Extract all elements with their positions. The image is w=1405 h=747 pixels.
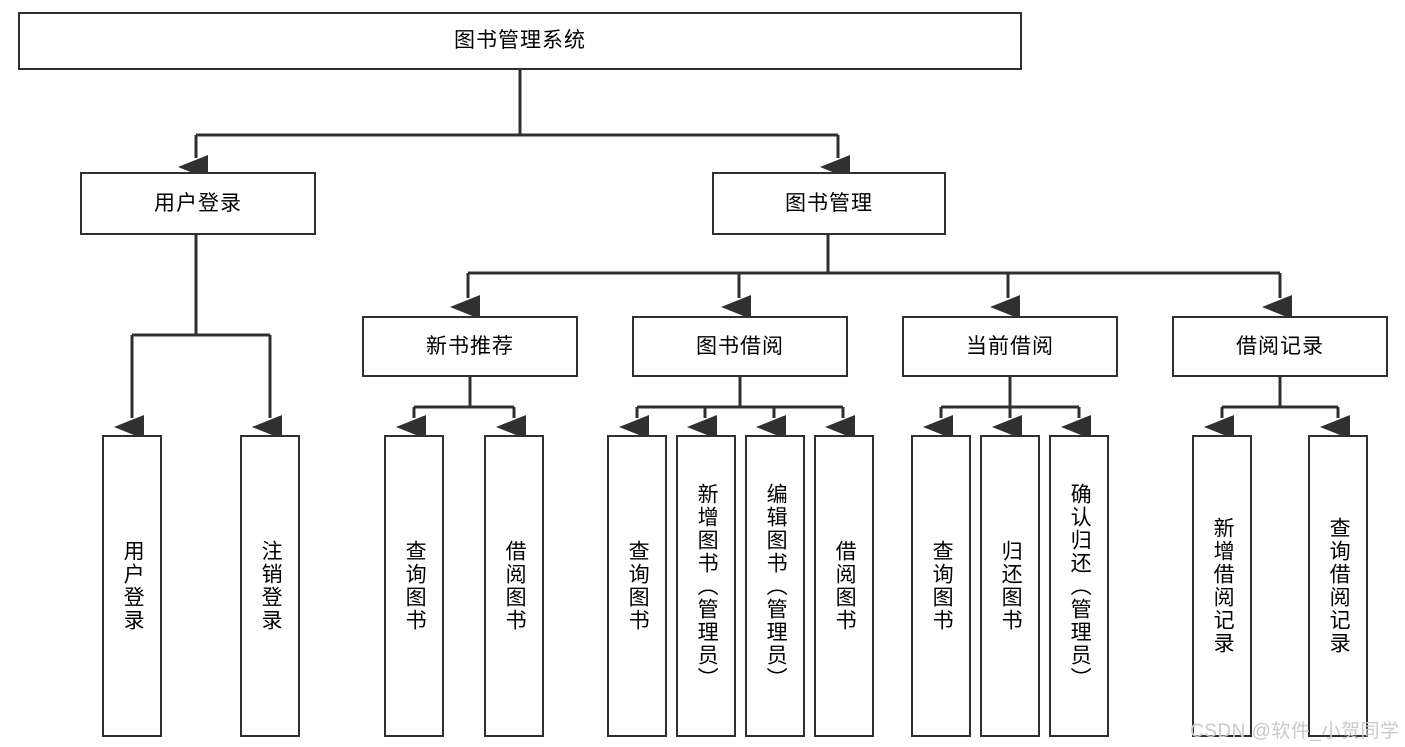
leaf-book-borrow-query[interactable]: 查询图书 (607, 435, 667, 737)
leaf-current-borrow-query[interactable]: 查询图书 (911, 435, 971, 737)
leaf-borrow-record-query[interactable]: 查询借阅记录 (1308, 435, 1368, 737)
node-new-book-recommend[interactable]: 新书推荐 (362, 316, 578, 377)
node-label: 新书推荐 (426, 334, 514, 358)
node-label: 新增借阅记录 (1211, 517, 1235, 655)
node-label: 图书管理系统 (454, 29, 586, 53)
leaf-current-borrow-return[interactable]: 归还图书 (980, 435, 1040, 737)
csdn-watermark: CSDN @软件_小贺同学 (1190, 721, 1400, 742)
node-label: 当前借阅 (966, 334, 1054, 358)
node-book-borrow[interactable]: 图书借阅 (632, 316, 848, 377)
leaf-new-book-query[interactable]: 查询图书 (384, 435, 444, 737)
leaf-book-borrow-borrow[interactable]: 借阅图书 (814, 435, 874, 737)
node-label: 归还图书 (999, 540, 1023, 632)
node-borrow-record[interactable]: 借阅记录 (1172, 316, 1388, 377)
node-label: 借阅图书 (503, 540, 527, 632)
leaf-current-borrow-confirm-return[interactable]: 确认归还（管理员） (1049, 435, 1109, 737)
node-label: 查询图书 (626, 540, 650, 632)
node-root-book-management-system[interactable]: 图书管理系统 (18, 12, 1022, 70)
node-label: 借阅图书 (833, 540, 857, 632)
node-label: 注销登录 (259, 540, 283, 632)
leaf-user-login-logout[interactable]: 注销登录 (240, 435, 300, 737)
leaf-borrow-record-add[interactable]: 新增借阅记录 (1192, 435, 1252, 737)
node-label: 查询图书 (403, 540, 427, 632)
leaf-book-borrow-edit[interactable]: 编辑图书（管理员） (745, 435, 805, 737)
leaf-user-login-login[interactable]: 用户登录 (102, 435, 162, 737)
leaf-new-book-borrow[interactable]: 借阅图书 (484, 435, 544, 737)
node-label: 编辑图书（管理员） (764, 482, 788, 690)
node-label: 图书借阅 (696, 334, 784, 358)
node-label: 新增图书（管理员） (695, 482, 719, 690)
node-label: 用户登录 (154, 191, 242, 215)
node-current-borrow[interactable]: 当前借阅 (902, 316, 1118, 377)
node-label: 图书管理 (785, 191, 873, 215)
node-label: 确认归还（管理员） (1068, 482, 1092, 690)
leaf-book-borrow-add[interactable]: 新增图书（管理员） (676, 435, 736, 737)
node-book-management[interactable]: 图书管理 (712, 172, 946, 235)
node-label: 用户登录 (121, 540, 145, 632)
node-label: 借阅记录 (1236, 334, 1324, 358)
node-user-login[interactable]: 用户登录 (80, 172, 316, 235)
node-label: 查询借阅记录 (1327, 517, 1351, 655)
node-label: 查询图书 (930, 540, 954, 632)
